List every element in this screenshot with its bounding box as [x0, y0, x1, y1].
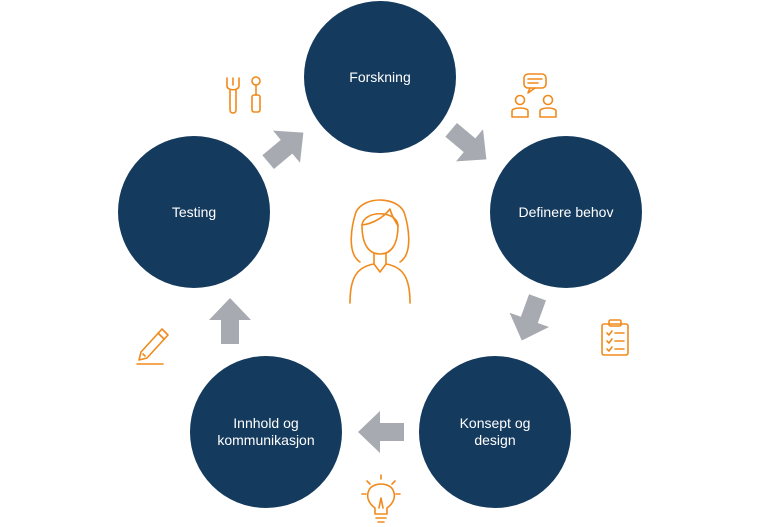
- checklist-clipboard-icon: [601, 319, 629, 356]
- arrow-testing-to-forskning: [254, 116, 317, 179]
- arrow-konsept-to-innhold: [358, 411, 404, 453]
- discussion-people-icon: [511, 73, 557, 118]
- arrow-definere-to-konsept: [502, 290, 558, 348]
- node-definere: [490, 136, 642, 288]
- node-innhold: [190, 356, 342, 508]
- woman-person-icon: [349, 199, 411, 304]
- arrow-forskning-to-definere: [437, 113, 500, 176]
- wrench-screwdriver-icon: [226, 76, 261, 114]
- arrow-innhold-to-testing: [209, 298, 251, 344]
- node-forskning: [304, 1, 456, 153]
- lightbulb-icon: [361, 474, 401, 523]
- pencil-icon: [136, 328, 169, 365]
- node-konsept: [419, 356, 571, 508]
- node-testing: [118, 136, 270, 288]
